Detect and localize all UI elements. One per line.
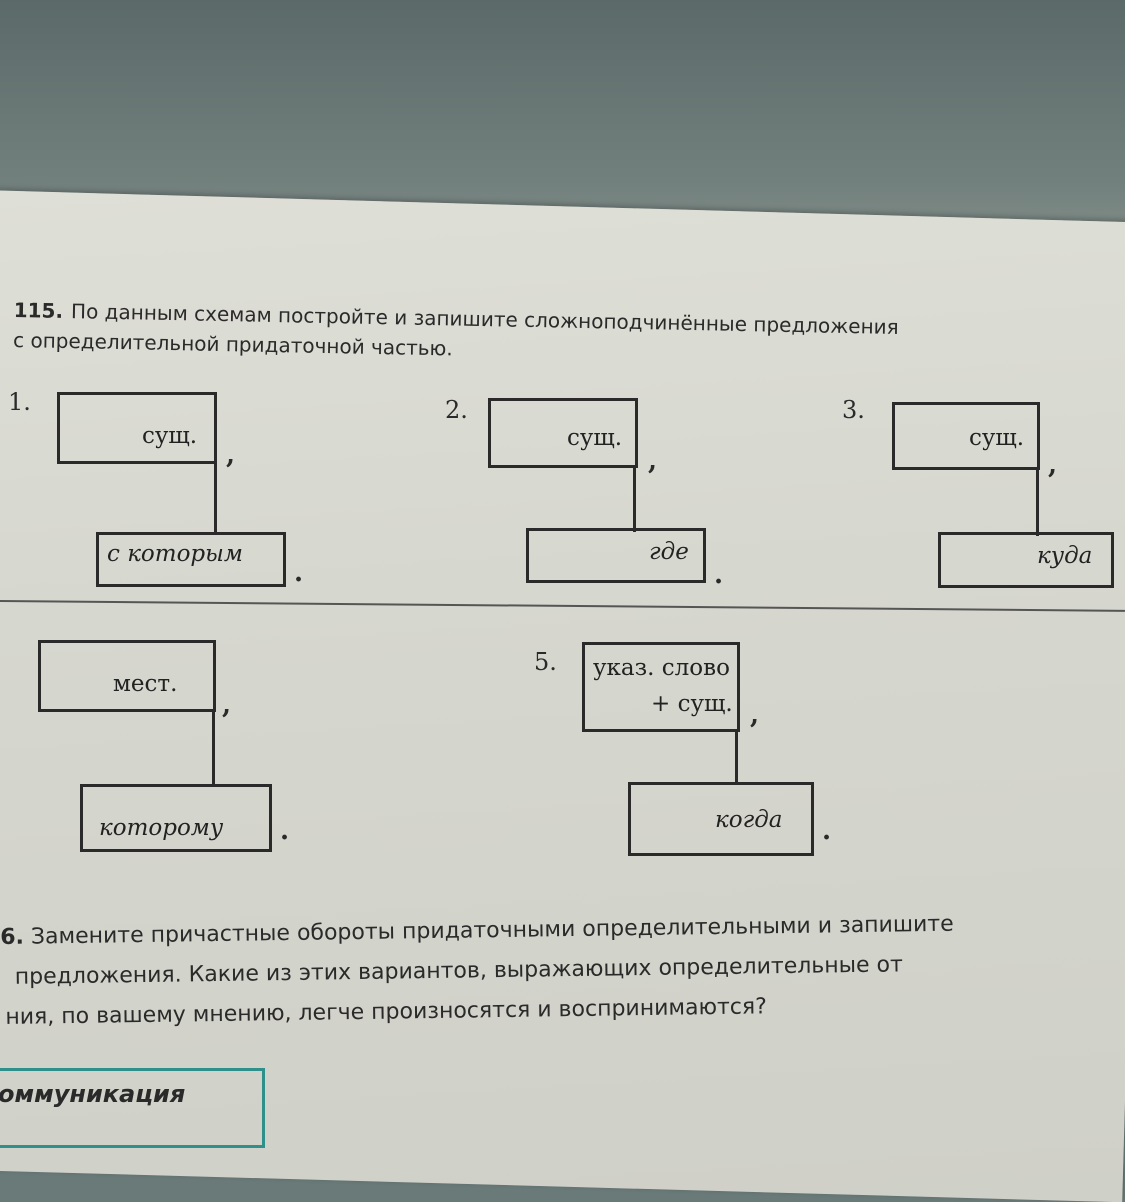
scheme-1-sub-box: с которым — [96, 532, 286, 587]
scheme-1-number: 1. — [8, 388, 31, 416]
scheme-1-comma: , — [226, 440, 236, 470]
scheme-3-number: 3. — [842, 396, 865, 424]
task-116-number: 6. — [0, 924, 25, 950]
scheme-1-main-box: сущ. — [57, 392, 217, 464]
scheme-5-dot: . — [822, 816, 832, 846]
scheme-5-sub-box: когда — [628, 782, 814, 856]
scheme-1-dot: . — [294, 558, 304, 588]
scheme-5-connector — [735, 730, 738, 784]
scheme-4-connector — [212, 710, 215, 786]
scheme-4-dot: . — [280, 816, 290, 846]
scheme-5-main-label-2: + сущ. — [651, 691, 733, 717]
scheme-3-main-label: сущ. — [969, 425, 1025, 451]
scheme-1-main-label: сущ. — [142, 423, 198, 449]
scheme-2-dot: . — [714, 560, 724, 590]
scheme-2-comma: , — [648, 446, 658, 476]
scheme-5-comma: , — [750, 700, 760, 730]
scheme-5-main-box: указ. слово + сущ. — [582, 642, 740, 732]
scheme-3-comma: , — [1048, 450, 1058, 480]
task-116: 6. Замените причастные обороты придаточн… — [0, 902, 1125, 1038]
scheme-2-main-box: сущ. — [488, 398, 638, 468]
scheme-3-connector — [1036, 468, 1039, 536]
scheme-4-sub-label: которому — [99, 815, 224, 841]
scheme-3-main-box: сущ. — [892, 402, 1040, 470]
task-116-line1: Замените причастные обороты придаточными… — [30, 911, 954, 950]
task-number: 115. — [13, 297, 64, 323]
section-label: оммуникация — [0, 1080, 186, 1108]
scheme-1-sub-label: с которым — [107, 541, 243, 567]
scheme-3-sub-label: куда — [1037, 543, 1093, 569]
scheme-3-sub-box: куда — [938, 532, 1114, 588]
scheme-5-main-label-1: указ. слово — [593, 655, 730, 681]
scheme-4-comma: , — [222, 690, 232, 720]
scheme-5-number: 5. — [534, 648, 557, 676]
scheme-4-sub-box: которому — [80, 784, 272, 852]
scheme-5-sub-label: когда — [715, 807, 783, 833]
scheme-2-main-label: сущ. — [567, 425, 623, 451]
scheme-2-number: 2. — [445, 396, 468, 424]
scheme-4-main-box: мест. — [38, 640, 216, 712]
scheme-4-main-label: мест. — [113, 671, 178, 697]
scheme-2-sub-label: где — [649, 539, 689, 565]
scheme-2-sub-box: где — [526, 528, 706, 583]
scheme-1-connector — [214, 462, 217, 534]
scheme-2-connector — [633, 466, 636, 532]
